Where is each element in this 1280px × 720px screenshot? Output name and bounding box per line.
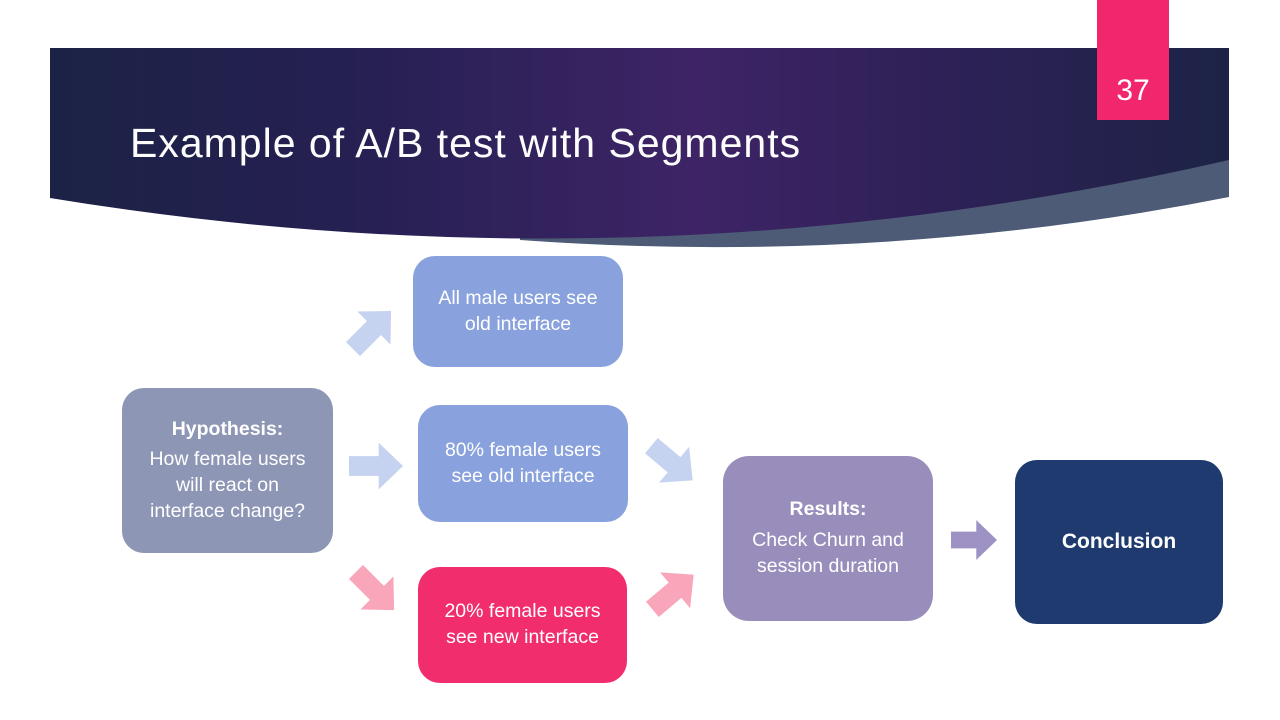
hypothesis-heading: Hypothesis: [171,417,284,440]
header-banner-shape [50,48,1229,239]
branch-label: 80% female users see old interface [444,438,602,487]
branch-label: All male users see old interface [438,286,598,335]
conclusion-label: Conclusion [1061,530,1177,554]
page-number: 37 [1116,74,1150,107]
arrow-up-right-icon [645,572,694,617]
arrow-up-right-icon [345,310,392,357]
branch-box-20-female: 20% female users see new interface [418,567,627,683]
arrow-right-icon [349,442,403,490]
page-number-tab: 37 [1097,0,1169,120]
branch-box-80-female: 80% female users see old interface [418,405,628,522]
header-banner [50,48,1229,248]
page-title: Example of A/B test with Segments [130,120,802,166]
arrow-down-right-icon [644,438,693,483]
hypothesis-body: How female users will react on interface… [149,448,306,522]
conclusion-box: Conclusion [1015,460,1223,624]
arrow-down-right-icon [348,564,395,611]
results-box: Results: Check Churn and session duratio… [723,456,933,621]
branch-box-all-male: All male users see old interface [413,256,623,367]
results-body: Check Churn and session duration [752,529,904,577]
hypothesis-box: Hypothesis: How female users will react … [122,388,333,553]
branch-label: 20% female users see new interface [444,600,601,648]
arrow-right-icon [951,520,997,560]
results-heading: Results: [789,498,867,521]
